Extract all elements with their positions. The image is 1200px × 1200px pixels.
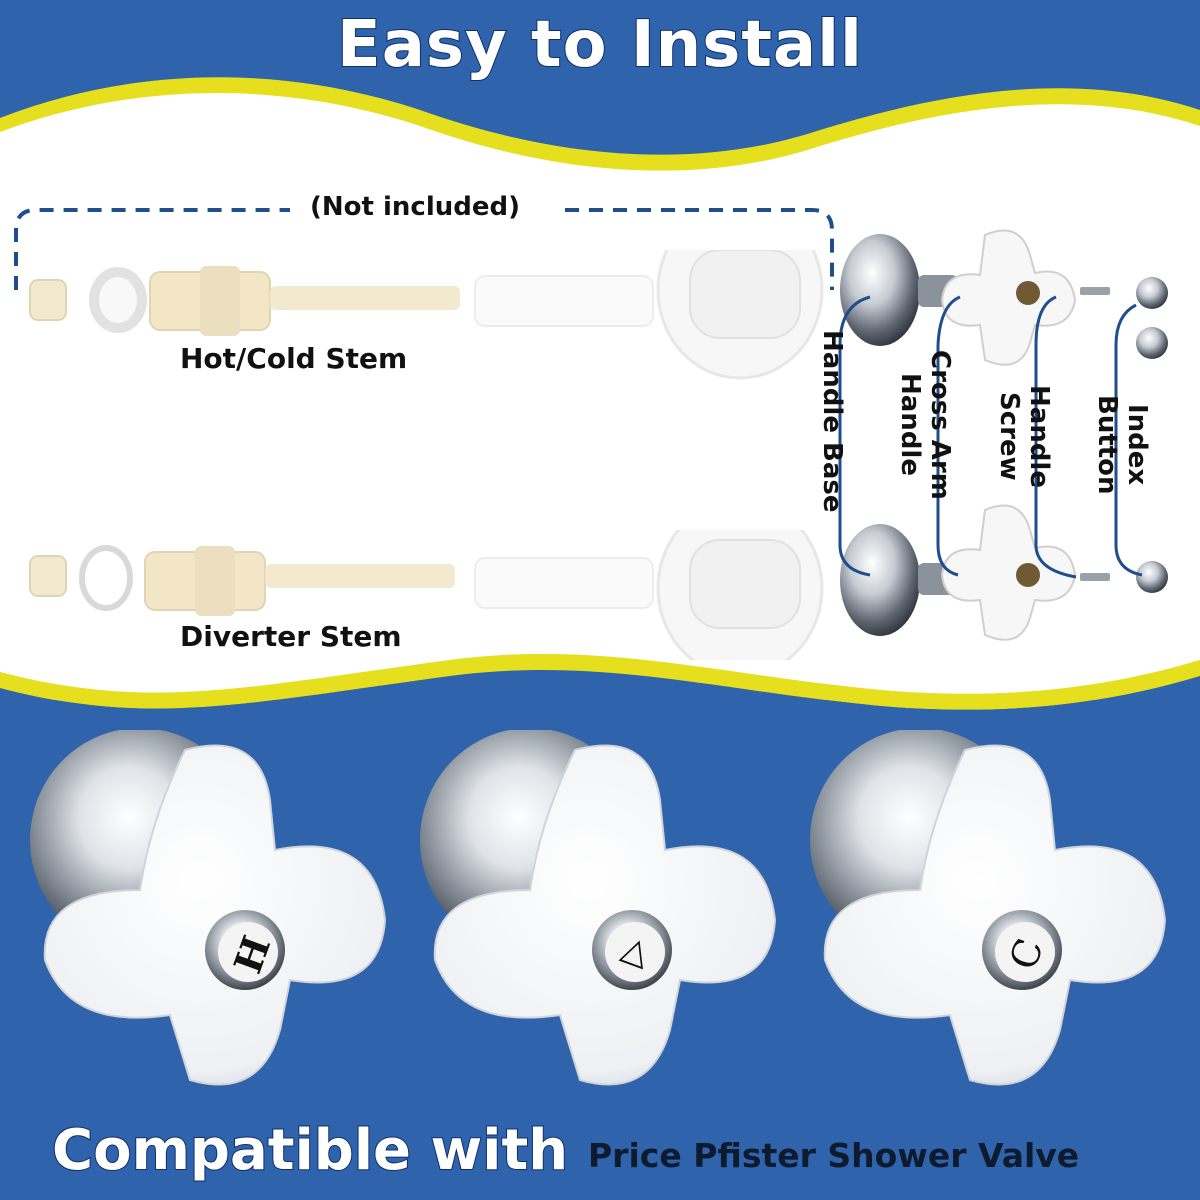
handles-showcase — [30, 730, 1167, 1086]
not-included-label: (Not included) — [300, 192, 530, 222]
page-title: Easy to Install — [336, 7, 863, 83]
handle-screw-label: Handle Screw — [994, 385, 1054, 488]
not-included-bracket — [14, 208, 834, 290]
hot-cold-stem-label: Hot/Cold Stem — [180, 342, 408, 375]
hot-handle — [30, 730, 387, 1086]
diverter-handle — [420, 730, 777, 1086]
compatible-with-text: Compatible with — [51, 1117, 569, 1184]
cross-arm-handle-label: Cross Arm Handle — [895, 350, 955, 500]
diverter-stem-assembly — [29, 530, 824, 660]
product-name: Price Pfister Shower Valve — [588, 1136, 1080, 1175]
index-button-label: Index Button — [1092, 395, 1152, 495]
handle-parts-diagram — [838, 229, 1168, 641]
diverter-stem-label: Diverter Stem — [180, 620, 402, 653]
cold-handle — [810, 730, 1167, 1086]
hot-cold-stem-assembly — [29, 250, 824, 380]
handle-base-label: Handle Base — [817, 330, 847, 513]
